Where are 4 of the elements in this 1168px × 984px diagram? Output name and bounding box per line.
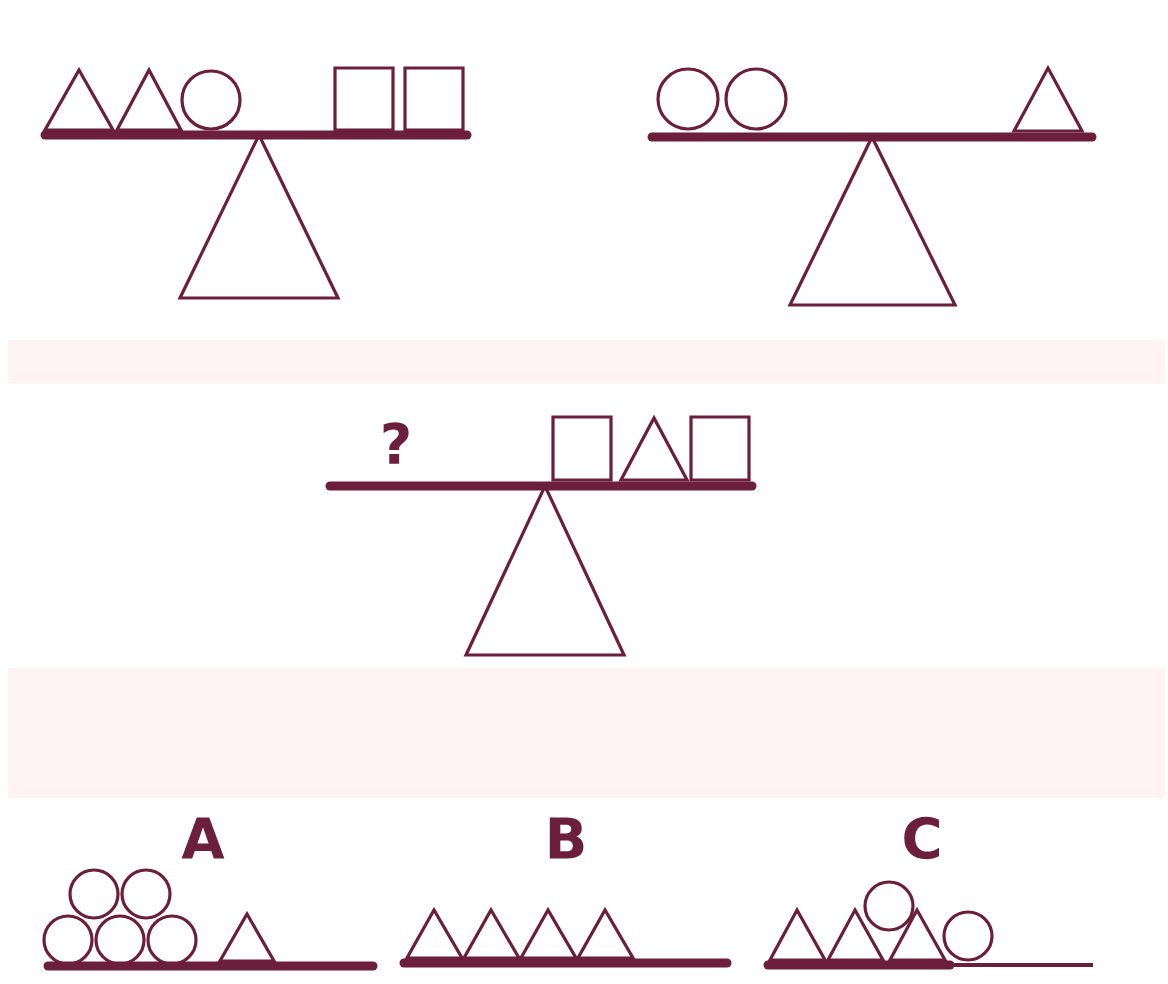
option-letter: A [181, 817, 225, 859]
option-letter: C [904, 816, 939, 860]
question-mark: ? [383, 422, 409, 464]
option-letter: B [549, 817, 584, 859]
